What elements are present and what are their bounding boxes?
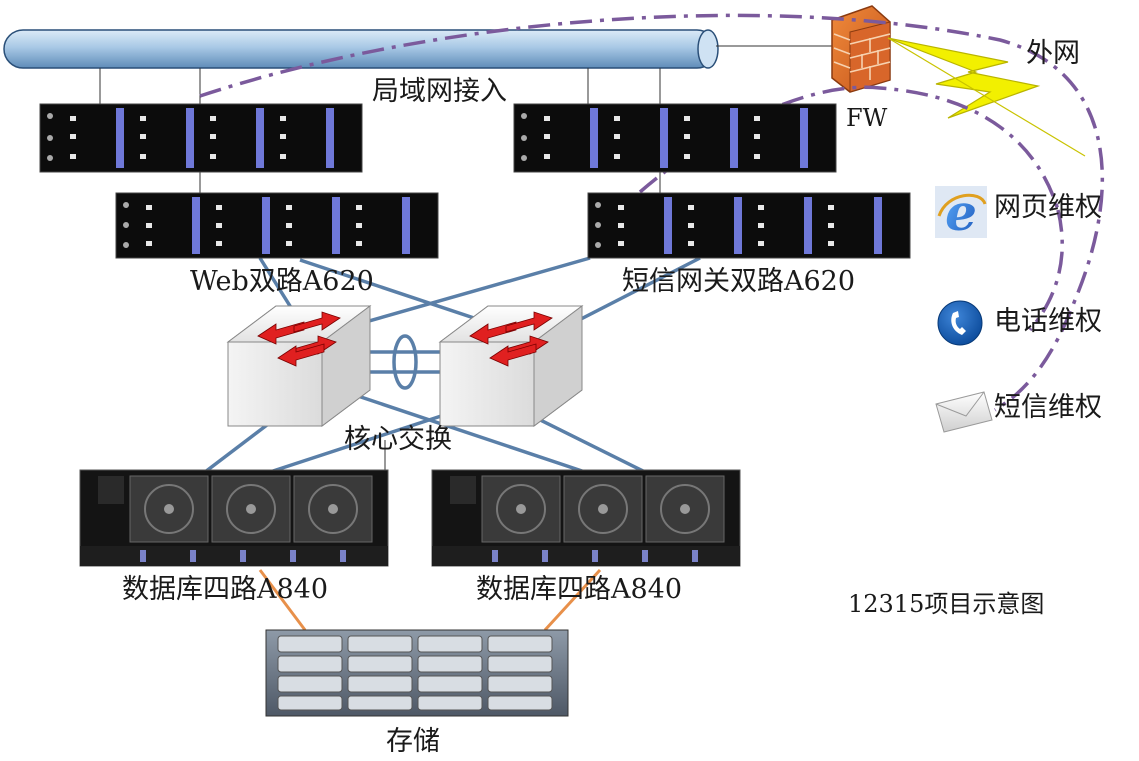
- lan-drop-lines: [99, 45, 832, 470]
- sms-gateway-server: [587, 192, 911, 259]
- web-servers-label: Web双路A620: [190, 266, 374, 297]
- core-switch-right-icon: [438, 305, 584, 427]
- lightning-icon: [887, 37, 1086, 157]
- firewall-icon: [831, 5, 891, 93]
- lan-server-right: [513, 103, 837, 173]
- sms-gateway-label: 短信网关双路A620: [622, 266, 856, 297]
- channel-web-label: 网页维权: [994, 192, 1102, 223]
- storage-label: 存储: [386, 726, 440, 757]
- envelope-icon: [935, 391, 993, 433]
- lan-server-left: [39, 103, 363, 173]
- db-left-label: 数据库四路A840: [122, 574, 329, 605]
- access-path-dashed: [199, 13, 1105, 412]
- link-aggregation-ring: [392, 334, 418, 390]
- web-server: [115, 192, 439, 259]
- core-switch-left-icon: [226, 305, 372, 427]
- storage-links: [258, 568, 602, 632]
- db-server-left: [79, 469, 389, 567]
- channel-sms-label: 短信维权: [994, 392, 1102, 423]
- diagram-caption: 12315项目示意图: [848, 590, 1045, 618]
- core-switch-label: 核心交换: [344, 424, 452, 455]
- internet-explorer-icon: e: [935, 183, 987, 242]
- lan-access-label: 局域网接入: [372, 76, 507, 107]
- db-right-label: 数据库四路A840: [476, 574, 683, 605]
- channel-phone-label: 电话维权: [994, 306, 1102, 337]
- db-server-right: [431, 469, 741, 567]
- telephone-icon: [937, 300, 983, 346]
- storage-array: [265, 629, 569, 717]
- svg-text:e: e: [945, 183, 977, 242]
- firewall-label: FW: [846, 104, 888, 132]
- internet-label: 外网: [1026, 38, 1080, 69]
- lan-bus: [3, 29, 719, 69]
